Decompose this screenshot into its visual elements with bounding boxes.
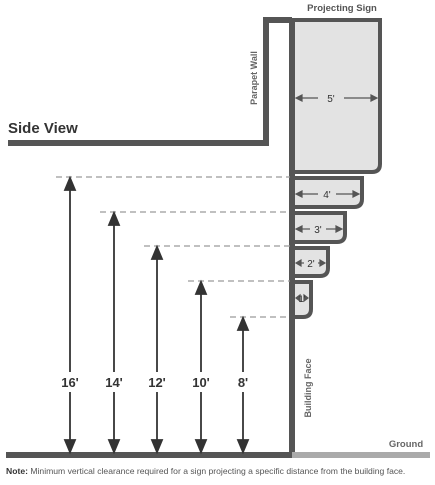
- footnote: Note: Minimum vertical clearance require…: [6, 466, 431, 476]
- sign-width-label: 3': [314, 225, 322, 236]
- clearance-label: 10': [192, 375, 210, 390]
- sign-width-label: 2': [307, 259, 315, 270]
- width-dimensions: [294, 94, 379, 303]
- clearance-arrows: [63, 175, 250, 455]
- sign-4ft: [292, 176, 364, 209]
- clearance-dashed-lines: [56, 176, 290, 318]
- projecting-sign-label: Projecting Sign: [307, 3, 377, 14]
- sign-2ft: [292, 246, 330, 278]
- clearance-labels: 16' 14' 12' 10' 8': [61, 375, 248, 390]
- footnote-text: Minimum vertical clearance required for …: [30, 466, 406, 476]
- sign-1ft: [292, 280, 313, 319]
- sign-3ft: [292, 211, 347, 244]
- side-view-label: Side View: [8, 120, 78, 137]
- parapet-wall-label: Parapet Wall: [249, 51, 259, 105]
- sign-width-label: 4': [323, 190, 331, 201]
- clearance-label: 14': [105, 375, 123, 390]
- clearance-diagram: Side View Projecting Sign Parapet Wall B…: [6, 3, 430, 458]
- clearance-label: 8': [238, 375, 248, 390]
- sign-width-label: 5': [327, 94, 335, 105]
- sign-width-labels: 5' 4' 3' 2' 1': [298, 94, 334, 305]
- sign-width-label: 1': [298, 294, 305, 305]
- roof-parapet-outline: [8, 17, 292, 146]
- sign-5ft: [292, 18, 382, 174]
- ground-label: Ground: [389, 439, 423, 450]
- building-face-label: Building Face: [303, 358, 313, 417]
- clearance-label: 16': [61, 375, 79, 390]
- clearance-label: 12': [148, 375, 166, 390]
- footnote-prefix: Note:: [6, 466, 28, 476]
